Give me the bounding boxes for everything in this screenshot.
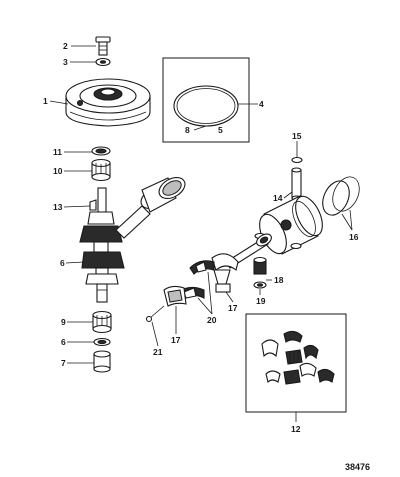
callout-12: 12 — [291, 424, 301, 434]
callout-7: 7 — [61, 358, 66, 368]
needle-bearing — [253, 256, 267, 275]
callout-14: 14 — [273, 193, 283, 203]
callout-11: 11 — [53, 147, 62, 157]
leader-lines — [49, 45, 353, 422]
bearing-kit-parts — [261, 330, 335, 385]
callout-13: 13 — [53, 202, 63, 212]
woodruff-key — [89, 199, 97, 211]
connecting-rod — [211, 233, 272, 293]
callout-8-ring: 8 — [185, 125, 190, 135]
ring-gear-box — [162, 57, 250, 143]
lower-washer — [93, 337, 111, 347]
rod-cap — [163, 285, 187, 307]
callout-16: 16 — [349, 232, 359, 242]
callout-5: 5 — [218, 125, 223, 135]
callout-17-rod: 17 — [228, 303, 238, 313]
piston — [254, 195, 323, 255]
ring-gear — [173, 85, 239, 127]
callout-9: 9 — [61, 317, 66, 327]
thrust-washer — [253, 281, 267, 289]
flywheel — [65, 78, 151, 127]
rod-bearing-cage-upper — [189, 260, 215, 275]
callout-6-washer: 6 — [61, 337, 66, 347]
lower-sleeve — [93, 350, 111, 373]
upper-seal — [91, 146, 111, 156]
upper-bearing — [91, 158, 111, 182]
piston-pin-clip — [291, 156, 303, 164]
crankshaft — [79, 187, 125, 303]
lower-bearing — [92, 310, 112, 334]
callout-20: 20 — [207, 315, 217, 325]
callout-labels: 2 3 1 4 8 5 11 10 13 6 9 6 7 15 14 16 18… — [43, 41, 359, 434]
flywheel-washer — [95, 57, 111, 67]
figure-number: 38476 — [345, 462, 370, 472]
callout-21: 21 — [153, 347, 163, 357]
callout-19: 19 — [256, 296, 266, 306]
rod-cap-screw — [145, 305, 165, 323]
flywheel-bolt — [95, 36, 111, 56]
callout-6-crankshaft: 6 — [60, 258, 65, 268]
callout-3: 3 — [63, 57, 68, 67]
callout-10: 10 — [53, 166, 63, 176]
callout-2: 2 — [63, 41, 68, 51]
piston-pin — [291, 167, 302, 201]
callout-18: 18 — [274, 275, 284, 285]
callout-4: 4 — [259, 99, 264, 109]
callout-17-cap: 17 — [171, 335, 181, 345]
assembled-piston — [115, 176, 186, 239]
callout-15: 15 — [292, 131, 302, 141]
piston-rings — [322, 176, 360, 216]
callout-1: 1 — [43, 96, 48, 106]
